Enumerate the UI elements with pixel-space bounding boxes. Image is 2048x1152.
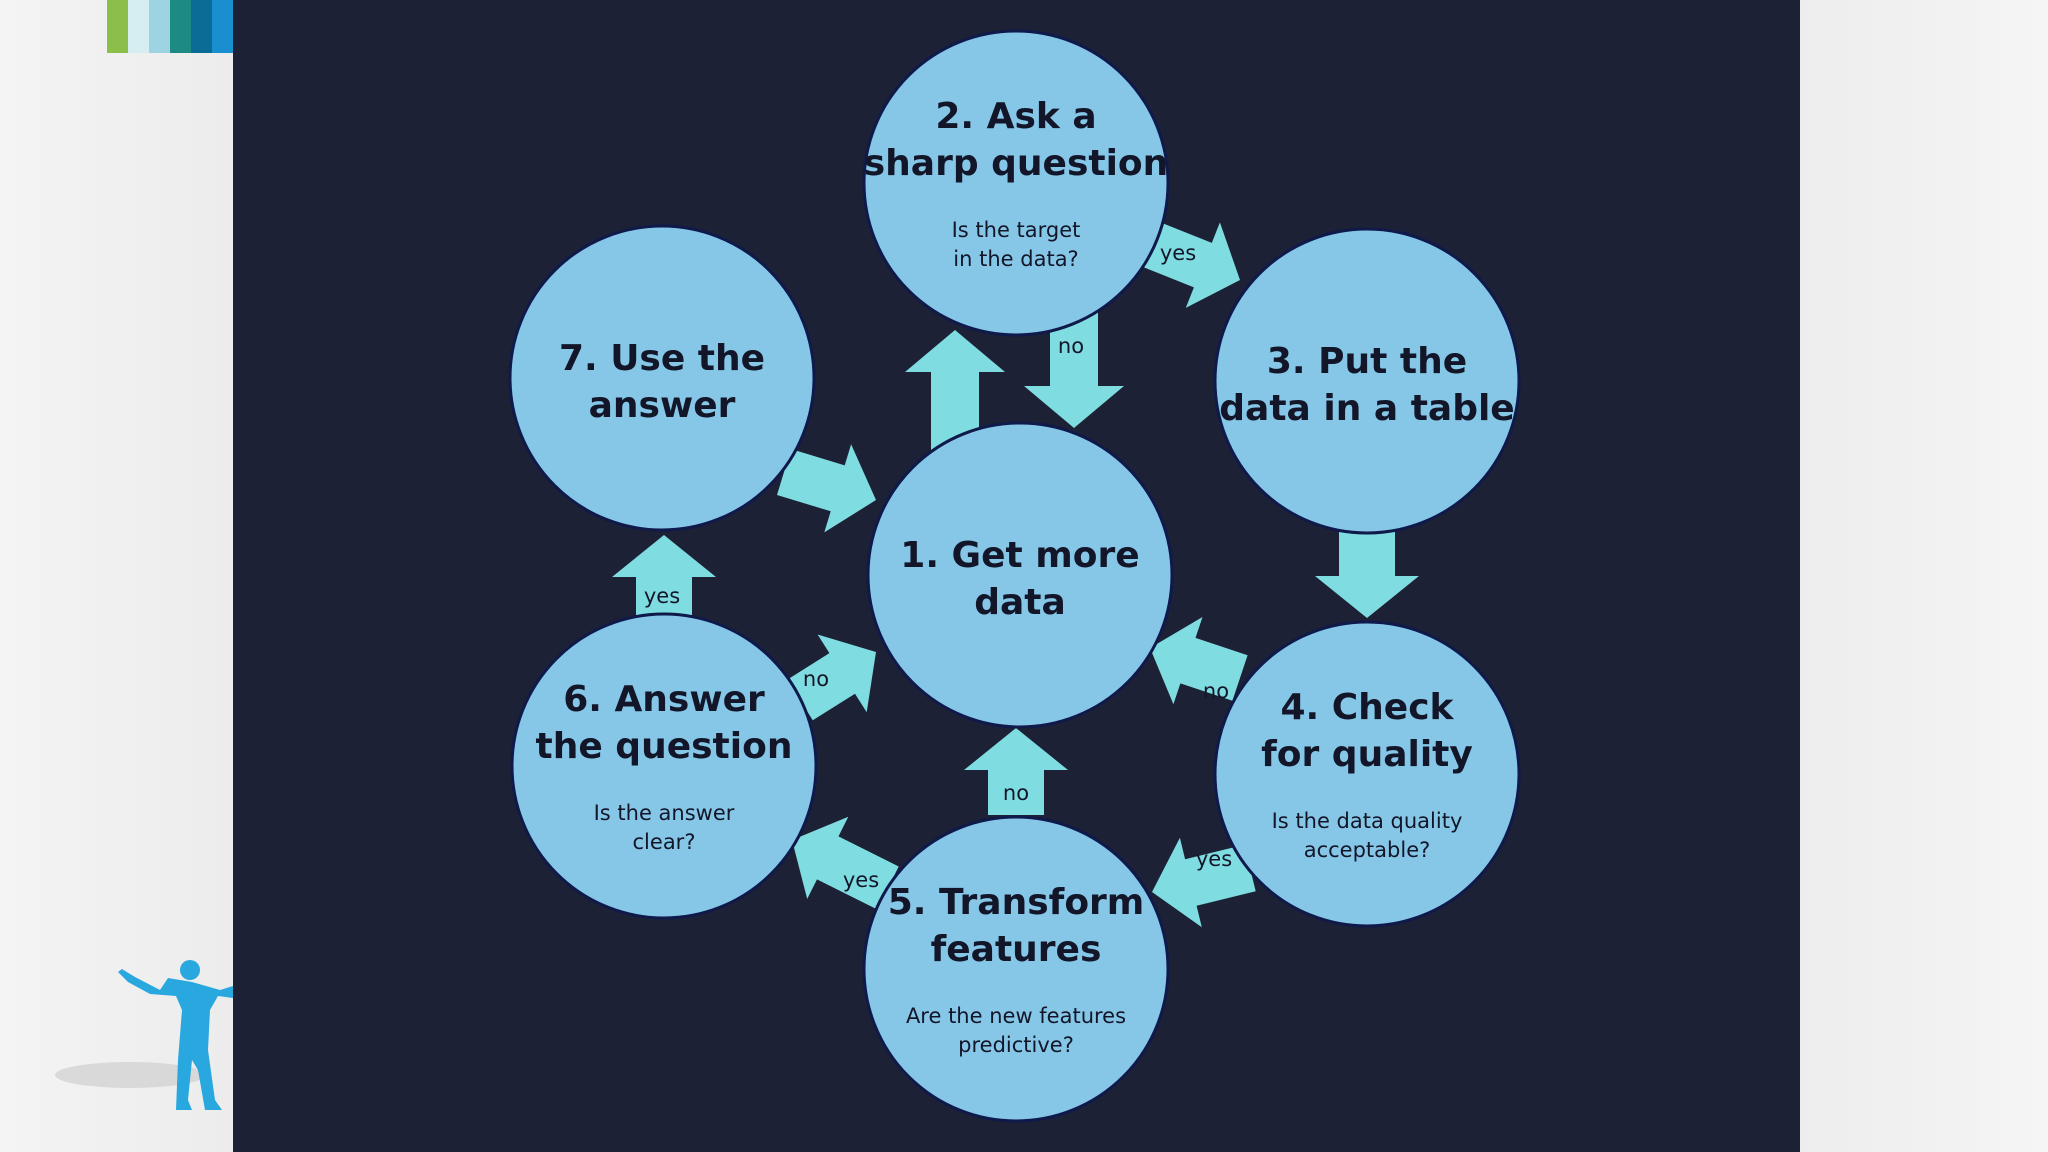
block-arrow-icon	[964, 728, 1068, 815]
step-title-line: 1. Get more	[900, 535, 1139, 576]
step-title-line: sharp question	[864, 143, 1169, 184]
step-title-line: features	[931, 929, 1102, 970]
left-margin	[0, 0, 233, 1152]
brand-stripe	[128, 0, 149, 53]
block-arrow-icon	[1150, 617, 1248, 705]
step-title-line: 6. Answer	[563, 679, 765, 720]
arrow-4-to-1: no	[1150, 617, 1248, 705]
step-title-line: answer	[589, 385, 736, 426]
arrow-label: no	[1203, 679, 1229, 703]
step-4-node: 4. Check for quality Is the data quality ac…	[1213, 620, 1521, 928]
arrow-4-to-5: yes	[1152, 837, 1256, 928]
step-3-node: 3. Put the data in a table	[1213, 227, 1521, 535]
step-title-line: data in a table	[1219, 388, 1514, 429]
arrow-label: yes	[644, 584, 680, 608]
block-arrow-icon	[777, 444, 876, 533]
arrow-7-to-1	[777, 444, 876, 533]
arrow-label: no	[1003, 781, 1029, 805]
step-6-node: 6. Answer the question Is the answer clear?	[510, 612, 818, 920]
step-title-line: 3. Put the	[1267, 341, 1467, 382]
block-arrow-icon	[612, 535, 716, 615]
arrow-label: yes	[1160, 241, 1196, 265]
arrow-5-to-1: no	[964, 728, 1068, 815]
block-arrow-icon	[1315, 532, 1419, 618]
block-arrow-icon	[787, 634, 876, 721]
brand-stripe	[212, 0, 233, 53]
step-circle	[510, 612, 818, 920]
brand-stripe	[191, 0, 212, 53]
step-question-line: acceptable?	[1304, 838, 1431, 862]
step-question-line: predictive?	[958, 1033, 1074, 1057]
arrow-label: no	[803, 667, 829, 691]
block-arrow-icon	[905, 330, 1005, 455]
arrow-label: no	[1058, 334, 1084, 358]
arrow-label: yes	[843, 868, 879, 892]
brand-stripe	[107, 0, 128, 53]
arrow-2-to-1: no	[1024, 308, 1124, 428]
block-arrow-icon	[1152, 837, 1256, 928]
step-question-line: in the data?	[953, 247, 1078, 271]
step-title-line: 7. Use the	[559, 338, 765, 379]
person-silhouette-icon	[55, 960, 233, 1110]
step-1-node: 1. Get more data	[866, 421, 1174, 729]
right-margin	[1800, 0, 2048, 1152]
arrow-3-to-4	[1315, 532, 1419, 618]
step-2-node: 2. Ask a sharp question Is the target in th…	[862, 29, 1170, 337]
step-title-line: data	[974, 582, 1066, 623]
step-question-line: Are the new features	[906, 1004, 1126, 1028]
step-7-node: 7. Use the answer	[508, 224, 816, 532]
arrow-1-to-2	[905, 330, 1005, 455]
brand-stripes	[107, 0, 233, 53]
step-circle	[866, 421, 1174, 729]
step-circle	[508, 224, 816, 532]
arrow-5-to-6: yes	[792, 816, 899, 910]
step-title-line: the question	[536, 726, 793, 767]
step-title-line: 2. Ask a	[935, 96, 1096, 137]
brand-stripe	[170, 0, 191, 53]
block-arrow-icon	[792, 816, 899, 910]
step-question-line: Is the target	[952, 218, 1081, 242]
step-question-line: clear?	[633, 830, 696, 854]
step-question-line: Is the answer	[594, 801, 735, 825]
step-title-line: 4. Check	[1280, 687, 1454, 728]
step-circle	[1213, 620, 1521, 928]
brand-stripe	[149, 0, 170, 53]
arrow-6-to-7: yes	[612, 535, 716, 615]
step-circle	[862, 815, 1170, 1123]
step-circle	[1213, 227, 1521, 535]
block-arrow-icon	[1024, 308, 1124, 428]
step-title-line: 5. Transform	[888, 882, 1145, 923]
step-circle	[862, 29, 1170, 337]
arrow-label: yes	[1196, 847, 1232, 871]
step-question-line: Is the data quality	[1272, 809, 1463, 833]
step-title-line: for quality	[1261, 734, 1473, 775]
arrow-6-to-1: no	[787, 634, 876, 721]
